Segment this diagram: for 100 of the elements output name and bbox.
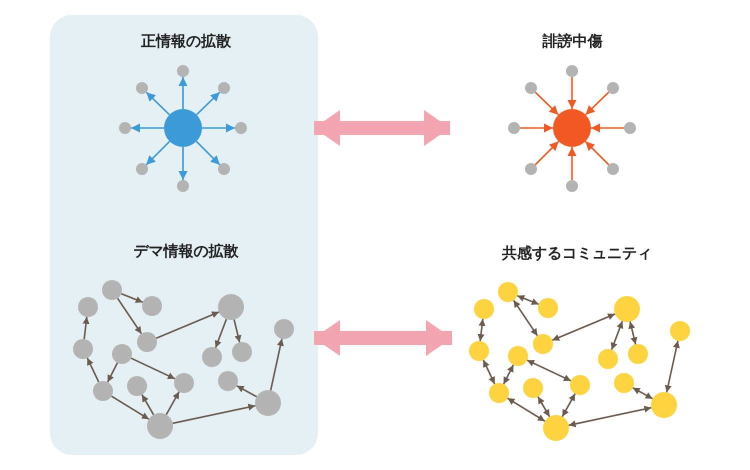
node-circle (624, 122, 636, 134)
node-circle (232, 342, 252, 362)
node-circle (119, 122, 131, 134)
node-circle (93, 381, 113, 401)
node-circle (147, 413, 173, 439)
arrow (534, 92, 559, 116)
node-circle (102, 280, 122, 300)
double-arrow (314, 110, 450, 146)
node-circle (498, 282, 518, 302)
node-circle (614, 296, 640, 322)
arrow (552, 313, 616, 341)
arrow (632, 387, 653, 400)
double-arrow (314, 320, 452, 356)
node-circle (566, 180, 578, 192)
arrow (270, 338, 284, 390)
node-circle (525, 163, 537, 175)
arrow (166, 391, 180, 415)
arrow (517, 294, 539, 306)
arrow (141, 394, 154, 416)
node-circle (469, 341, 489, 361)
node-circle (508, 346, 528, 366)
arrow (146, 140, 170, 166)
arrow (202, 124, 235, 132)
node-circle (538, 298, 558, 318)
node-circle (474, 299, 494, 319)
arrow (116, 298, 142, 334)
arrow (478, 318, 486, 342)
node-circle (607, 82, 619, 94)
arrow (111, 396, 150, 420)
node-circle (78, 297, 98, 317)
group-heading: 正情報の拡散 (141, 32, 231, 51)
arrow (196, 92, 220, 116)
node-circle (137, 332, 157, 352)
arrow (512, 300, 538, 336)
node-circle (218, 82, 230, 94)
arrow (562, 393, 576, 417)
node-circle (614, 373, 634, 393)
arrow (568, 77, 576, 109)
node-circle (607, 163, 619, 175)
arrow (591, 124, 624, 132)
arrow (584, 140, 610, 166)
arrow (131, 124, 164, 132)
group-heading: 誹謗中傷 (542, 32, 602, 51)
arrow (130, 357, 176, 380)
arrow (178, 147, 188, 180)
node-circle (127, 376, 147, 396)
node-circle (489, 383, 509, 403)
node-circle (235, 122, 247, 134)
node-circle (73, 339, 93, 359)
node-circle (523, 378, 543, 398)
arrow (106, 362, 118, 382)
arrow (526, 359, 572, 382)
node-circle (177, 180, 189, 192)
node-circle (218, 294, 244, 320)
hub-circle (164, 109, 202, 147)
arrow (507, 398, 546, 422)
node-circle (112, 344, 132, 364)
node-circle (255, 390, 281, 416)
arrow (568, 147, 576, 180)
node-circle (566, 65, 578, 77)
node-circle (177, 65, 189, 77)
panel-background (50, 15, 318, 455)
arrow (664, 340, 680, 392)
node-circle (274, 319, 294, 339)
arrow (568, 406, 652, 428)
node-circle (508, 122, 520, 134)
arrow (172, 404, 256, 424)
node-circle (598, 349, 618, 369)
node-circle (136, 82, 148, 94)
arrow (585, 92, 610, 116)
arrow (82, 316, 90, 340)
node-circle (651, 392, 677, 418)
node-circle (670, 321, 690, 341)
arrow (534, 140, 560, 166)
arrow (146, 92, 170, 116)
node-circle (136, 163, 148, 175)
arrow (121, 292, 143, 304)
node-circle (142, 296, 162, 316)
arrow (214, 318, 228, 348)
node-circle (570, 375, 590, 395)
arrow (502, 364, 514, 384)
arrow (86, 358, 100, 382)
hub-circle (553, 109, 591, 147)
group-heading: 共感するコミュニティ (502, 244, 652, 263)
arrow (610, 320, 624, 350)
node-circle (628, 344, 648, 364)
arrow (178, 77, 188, 109)
arrow (236, 385, 257, 398)
node-circle (218, 163, 230, 175)
arrow (520, 124, 553, 132)
arrow (537, 396, 550, 418)
arrow (196, 140, 220, 166)
node-circle (202, 347, 222, 367)
node-circle (525, 82, 537, 94)
node-circle (543, 415, 569, 441)
node-circle (218, 371, 238, 391)
arrow (233, 319, 242, 342)
arrow (482, 360, 496, 384)
node-circle (174, 373, 194, 393)
node-circle (533, 334, 553, 354)
